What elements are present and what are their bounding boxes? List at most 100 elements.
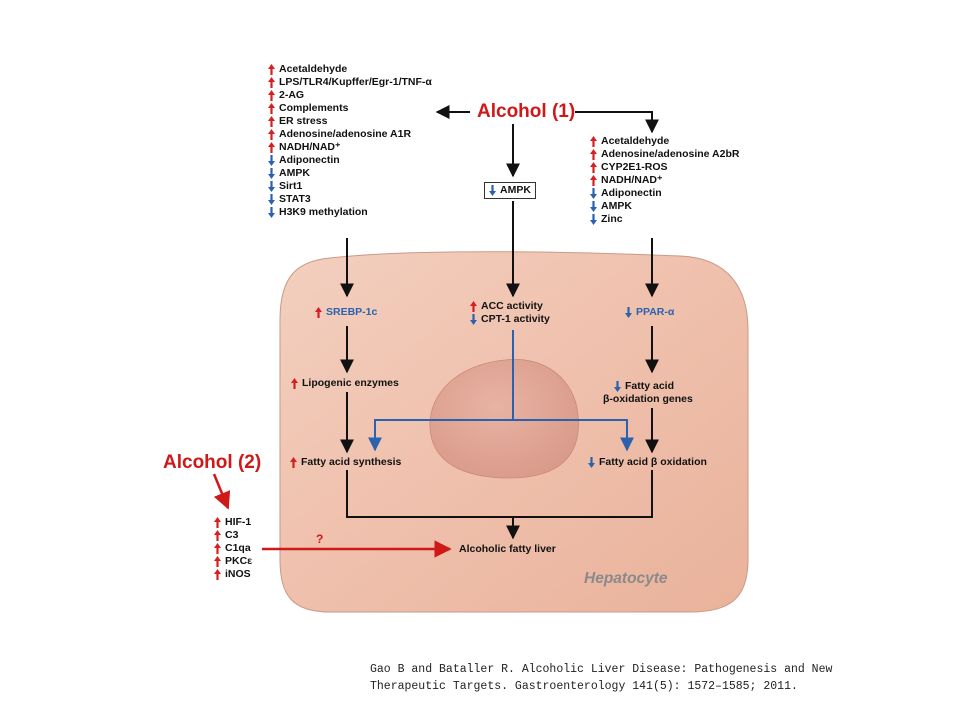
down-arrow-icon (590, 188, 597, 199)
up-arrow-icon (214, 530, 221, 541)
up-arrow-icon (268, 116, 275, 127)
list-item: Adenosine/adenosine A1R (268, 128, 432, 141)
list-item: LPS/TLR4/Kupffer/Egr-1/TNF-α (268, 76, 432, 89)
hepatocyte-label: Hepatocyte (584, 570, 668, 587)
down-arrow-icon (590, 214, 597, 225)
down-arrow-icon (268, 155, 275, 166)
arrow-alcohol2-down (212, 473, 231, 510)
up-arrow-icon (590, 136, 597, 147)
alcohol1-label: Alcohol (1) (477, 101, 576, 122)
ppar-label: PPAR-α (636, 306, 675, 318)
srebp-label: SREBP-1c (326, 306, 378, 318)
list-item: C3 (214, 529, 252, 542)
list-item: Adenosine/adenosine A2bR (590, 148, 739, 161)
lipogenic-arrow-icon (291, 378, 298, 389)
up-arrow-icon (268, 64, 275, 75)
list-item-label: Acetaldehyde (601, 135, 670, 147)
fa-synthesis-node: Fatty acid synthesis (290, 456, 401, 469)
down-arrow-icon (268, 207, 275, 218)
up-arrow-icon (268, 90, 275, 101)
fa-oxidation-node: Fatty acid β oxidation (588, 456, 707, 469)
list-item-label: 2-AG (279, 89, 305, 101)
unknown-mechanism-mark: ? (316, 532, 324, 546)
fa-oxidation-label: Fatty acid β oxidation (599, 456, 707, 468)
list-item: CYP2E1-ROS (590, 161, 739, 174)
fa-synthesis-arrow-icon (290, 457, 297, 468)
list-item-label: AMPK (601, 200, 632, 212)
list-item: NADH/NAD⁺ (590, 174, 739, 187)
up-arrow-icon (268, 129, 275, 140)
arrow-alcohol1-to-right (575, 111, 659, 134)
up-arrow-icon (590, 149, 597, 160)
down-arrow-icon (268, 181, 275, 192)
list-item-label: AMPK (279, 167, 310, 179)
list-item: Adiponectin (590, 187, 739, 200)
list-item: ER stress (268, 115, 432, 128)
citation: Gao B and Bataller R. Alcoholic Liver Di… (370, 661, 832, 695)
list-item: HIF-1 (214, 516, 252, 529)
list-item-label: Acetaldehyde (279, 63, 348, 75)
up-arrow-icon (214, 517, 221, 528)
blue-arrow-right (513, 419, 634, 452)
ampk-box: AMPK (484, 182, 536, 199)
fa-oxidation-arrow-icon (588, 457, 595, 468)
list-item: C1qa (214, 542, 252, 555)
list-item-label: C1qa (225, 542, 251, 554)
up-arrow-icon (268, 142, 275, 153)
ampk-arrow-icon (489, 185, 496, 196)
down-arrow-icon (590, 201, 597, 212)
lipogenic-node: Lipogenic enzymes (291, 377, 399, 390)
list-item-label: H3K9 methylation (279, 206, 368, 218)
citation-line2: Therapeutic Targets. Gastroenterology 14… (370, 680, 798, 693)
list-item: Acetaldehyde (268, 63, 432, 76)
list-item-label: Zinc (601, 213, 623, 225)
fa-genes-line2: β-oxidation genes (603, 393, 693, 405)
fa-genes-arrow-icon (614, 381, 621, 392)
line-synthesis-to-liver (346, 470, 653, 518)
list-item: Zinc (590, 213, 739, 226)
list-item-label: Adiponectin (279, 154, 340, 166)
list-item-label: Adiponectin (601, 187, 662, 199)
list-item: Acetaldehyde (590, 135, 739, 148)
down-arrow-icon (268, 194, 275, 205)
acc-cpt-node: ACC activity CPT-1 activity (470, 300, 550, 326)
list-item: Complements (268, 102, 432, 115)
list-item: 2-AG (268, 89, 432, 102)
list-item-label: Adenosine/adenosine A2bR (601, 148, 740, 160)
nucleus (429, 358, 579, 479)
srebp-node: SREBP-1c (315, 306, 377, 319)
up-arrow-icon (268, 77, 275, 88)
list-item-label: ER stress (279, 115, 328, 127)
list-item-label: Complements (279, 102, 349, 114)
down-arrow-icon (268, 168, 275, 179)
cpt-arrow-icon (470, 314, 477, 325)
up-arrow-icon (590, 162, 597, 173)
list-item-label: STAT3 (279, 193, 311, 205)
list-item-label: iNOS (225, 568, 251, 580)
alcohol2-label: Alcohol (2) (163, 452, 262, 473)
fa-genes-line1: Fatty acid (625, 380, 675, 392)
citation-line1: Gao B and Bataller R. Alcoholic Liver Di… (370, 663, 833, 676)
list-item: AMPK (268, 167, 432, 180)
fa-synthesis-label: Fatty acid synthesis (301, 456, 402, 468)
list-item-label: Adenosine/adenosine A1R (279, 128, 412, 140)
ppar-node: PPAR-α (625, 306, 674, 319)
acc-arrow-icon (470, 301, 477, 312)
up-arrow-icon (214, 543, 221, 554)
up-arrow-icon (268, 103, 275, 114)
list-item-label: PKCε (225, 555, 253, 567)
lipogenic-label: Lipogenic enzymes (302, 377, 399, 389)
list-item: H3K9 methylation (268, 206, 432, 219)
list-item: NADH/NAD⁺ (268, 141, 432, 154)
ampk-box-label: AMPK (500, 184, 531, 196)
fatty-liver-label: Alcoholic fatty liver (459, 543, 556, 555)
blue-arrow-left (368, 419, 513, 452)
ppar-arrow-icon (625, 307, 632, 318)
list-item-label: HIF-1 (225, 516, 252, 528)
list-item: iNOS (214, 568, 252, 581)
up-arrow-icon (214, 556, 221, 567)
fa-oxidation-genes-node: Fatty acid β-oxidation genes (603, 380, 693, 406)
